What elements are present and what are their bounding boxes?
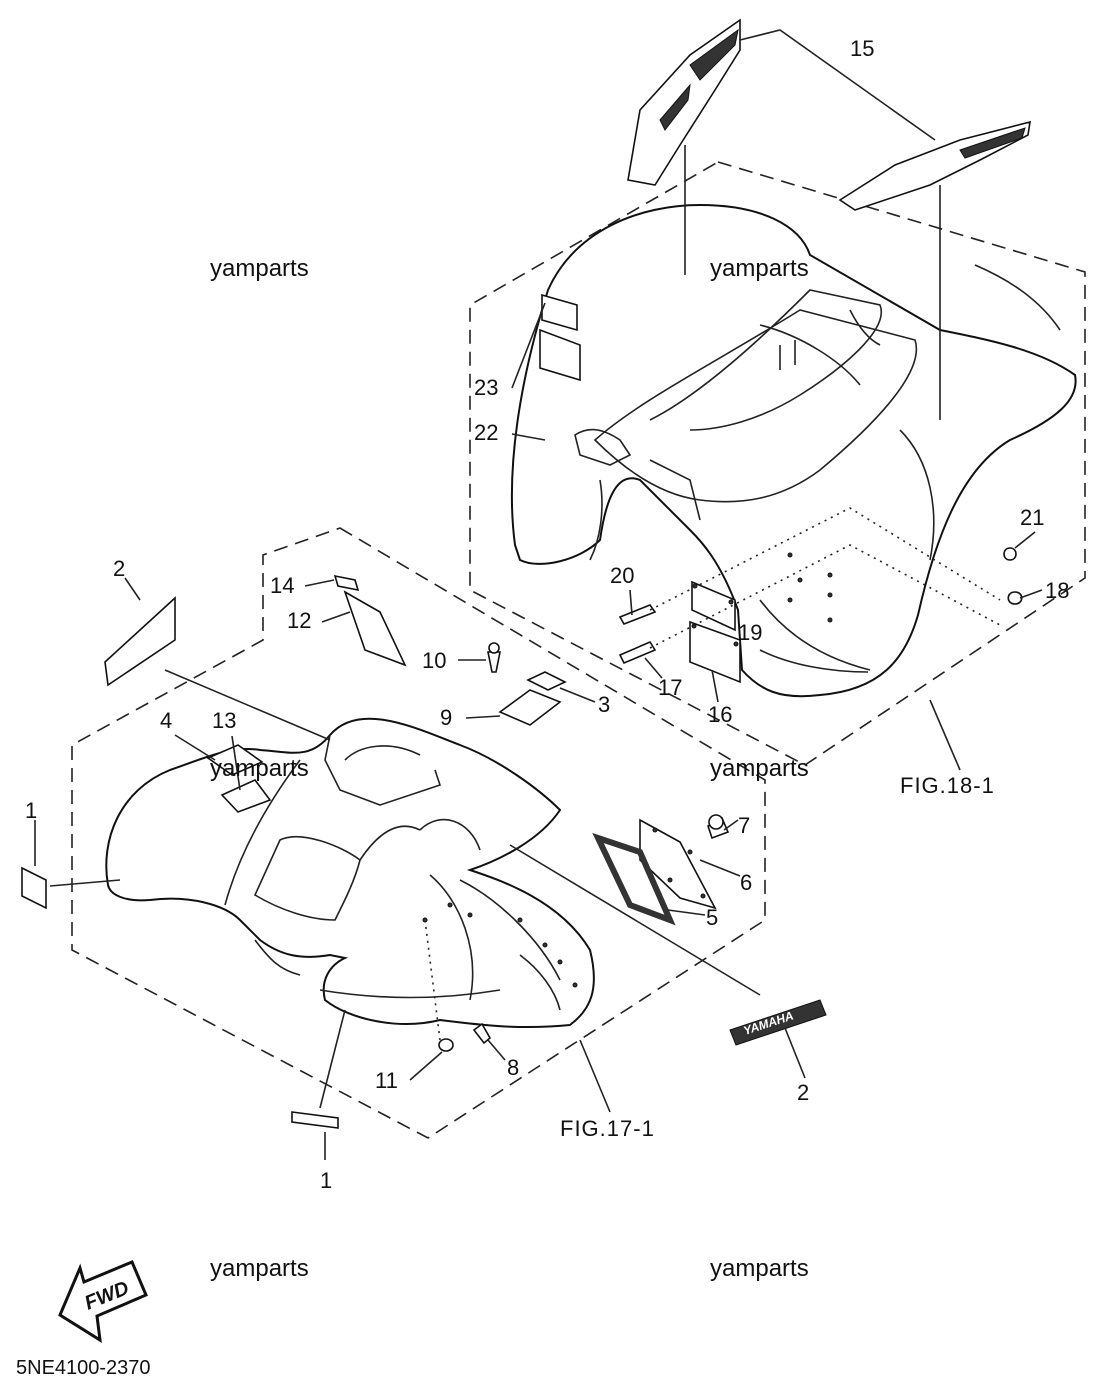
callout-10: 10: [422, 648, 446, 673]
leader-11: [409, 1051, 443, 1081]
watermark: yamparts: [710, 1255, 809, 1282]
plate-19: [691, 580, 736, 632]
callout-3: 3: [598, 692, 610, 717]
callout-15: 15: [850, 36, 874, 61]
fig-18-ref: FIG.18-1: [900, 773, 995, 798]
leader-20: [629, 589, 633, 616]
leader-22: [511, 433, 546, 441]
dotted-16: [649, 544, 1001, 649]
callout-12: 12: [287, 608, 311, 633]
leader-7: [723, 819, 739, 831]
callout-14: 14: [270, 573, 294, 598]
callout-7: 7: [738, 813, 750, 838]
rear-group-boundary: [469, 161, 1086, 766]
leader-23: [511, 302, 546, 389]
watermark: yamparts: [210, 1255, 309, 1282]
callout-22: 22: [474, 420, 498, 445]
watermark: yamparts: [710, 755, 809, 782]
leader-17: [644, 657, 663, 679]
callout-19: 19: [738, 620, 762, 645]
callout-4: 4: [160, 708, 172, 733]
clip-18: [1007, 591, 1023, 605]
leader-15: [739, 29, 936, 141]
front-group-boundary: [71, 527, 766, 1139]
label-12: [343, 590, 407, 667]
callout-5: 5: [706, 905, 718, 930]
rear-fender: [510, 203, 1077, 698]
screw-7: [707, 814, 730, 840]
fender-holes-rear: [787, 552, 833, 623]
leader-6: [699, 859, 741, 877]
watermark: yamparts: [210, 255, 309, 282]
screw-10: [487, 642, 501, 673]
fwd-arrow-icon: FWD: [58, 1260, 148, 1343]
leader-1-top-body: [49, 879, 121, 887]
drawing-code: 5NE4100-2370: [16, 1357, 151, 1379]
leader-9: [465, 715, 501, 719]
callout-17: 17: [658, 675, 682, 700]
leader-18: [1019, 589, 1043, 599]
gasket-5: [592, 832, 676, 926]
front-fender: [105, 717, 595, 1029]
callout-9: 9: [440, 705, 452, 730]
leader-4: [174, 734, 216, 761]
callout-6: 6: [740, 870, 752, 895]
label-14: [333, 574, 360, 592]
decal-15-right: [838, 120, 1031, 211]
emblem-2: YAMAHA: [729, 999, 827, 1046]
rivet-20: [618, 604, 657, 625]
clip-21: [1003, 547, 1017, 561]
leader-5: [667, 909, 706, 916]
leader-2-right: [784, 1027, 806, 1079]
leader-fig17: [579, 1039, 611, 1113]
callout-1-top: 1: [25, 798, 37, 823]
leader-fig18: [929, 699, 961, 771]
callout-23: 23: [474, 375, 498, 400]
callout-18: 18: [1045, 578, 1069, 603]
decal-15-left: [627, 18, 741, 186]
leader-13: [231, 735, 241, 791]
leader-12: [321, 611, 351, 623]
callout-11: 11: [375, 1068, 398, 1093]
leader-21: [1014, 531, 1036, 549]
callout-16: 16: [708, 702, 732, 727]
label-3: [526, 671, 567, 691]
watermark: yamparts: [710, 255, 809, 282]
dotted-19: [649, 507, 1001, 611]
label-22: [539, 328, 581, 382]
callout-2-right: 2: [797, 1080, 809, 1105]
leader-2-left: [124, 577, 141, 601]
plate-6: [639, 818, 717, 910]
leader-2-left-body: [164, 669, 331, 741]
callout-21: 21: [1020, 505, 1044, 530]
fender-holes-front: [422, 902, 578, 988]
plate-16: [689, 620, 741, 684]
label-2-left: [104, 596, 176, 687]
leader-16: [711, 669, 719, 703]
leader-1-bottom-body: [319, 1009, 346, 1109]
watermark: yamparts: [210, 755, 309, 782]
clip-11: [438, 1038, 454, 1052]
label-13: [220, 779, 272, 813]
label-1-top: [21, 866, 47, 910]
leader-8: [487, 1039, 506, 1061]
label-1-bottom: [291, 1111, 339, 1129]
callout-13: 13: [212, 708, 236, 733]
callout-8: 8: [507, 1055, 519, 1080]
leader-2-right-body: [509, 844, 761, 996]
leader-14: [304, 579, 335, 587]
fig-17-ref: FIG.17-1: [560, 1116, 655, 1141]
plate-9: [498, 689, 562, 726]
callout-2-left: 2: [113, 556, 125, 581]
leader-3: [559, 687, 596, 703]
callout-20: 20: [610, 563, 634, 588]
rivet-17: [618, 640, 657, 665]
screw-8: [472, 1022, 492, 1045]
callout-1-bottom: 1: [320, 1168, 332, 1193]
